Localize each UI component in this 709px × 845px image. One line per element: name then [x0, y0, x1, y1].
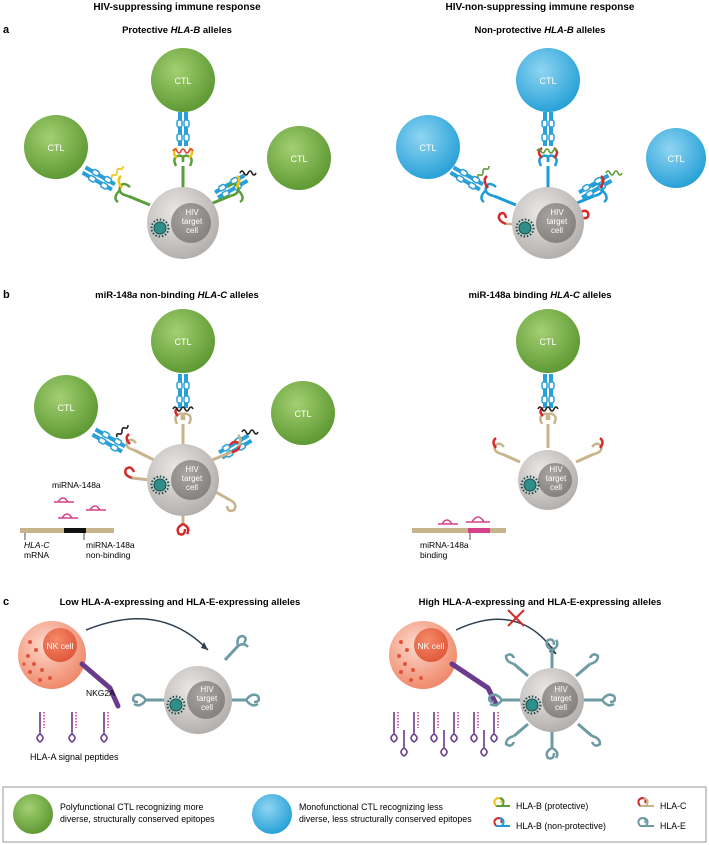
- svg-text:cell: cell: [186, 226, 198, 235]
- ctl-cell: [646, 128, 706, 188]
- svg-text:target: target: [182, 217, 203, 226]
- legend-hlab-protective: HLA-B (protective): [516, 801, 588, 811]
- panel-a-left-title: Protective HLA-B alleles: [122, 25, 232, 36]
- legend-mono-line1: Monofunctional CTL recognizing less: [299, 802, 444, 812]
- header-right: HIV-non-suppressing immune response: [446, 2, 635, 13]
- svg-text:CTL: CTL: [667, 154, 684, 164]
- legend-mono-line2: diverse, less structurally conserved epi…: [299, 814, 472, 824]
- hla-a-signal-peptides: [36, 712, 109, 743]
- svg-text:cell: cell: [186, 483, 198, 492]
- panel-b-right-diagram: CTL HIV target cell miRNA-148a bindin: [412, 309, 604, 560]
- svg-text:CTL: CTL: [47, 143, 64, 153]
- legend-hlab-protective-icon: [493, 796, 510, 807]
- ctl-cell: [396, 115, 460, 179]
- ctl-cell: [151, 309, 215, 373]
- panel-b-left-title: miR-148a non-binding HLA-C alleles: [95, 290, 259, 301]
- svg-text:cell: cell: [550, 483, 562, 492]
- panel-c-left-diagram: NK cell NKG2A HIV target cell HLA-A sign…: [18, 618, 261, 762]
- svg-text:cell: cell: [555, 703, 567, 712]
- header-left: HIV-suppressing immune response: [93, 2, 261, 13]
- legend-hlac-icon: [637, 796, 654, 807]
- ctl-cell: [267, 126, 331, 190]
- legend-hlab-nonprotective: HLA-B (non-protective): [516, 821, 606, 831]
- legend-hlae: HLA-E: [660, 821, 686, 831]
- legend-poly-line1: Polyfunctional CTL recognizing more: [60, 802, 204, 812]
- panel-c-left-title: Low HLA-A-expressing and HLA-E-expressin…: [60, 597, 301, 608]
- legend-hlac: HLA-C: [660, 801, 687, 811]
- ctl-cell: [271, 381, 335, 445]
- svg-text:HLA-A signal peptides: HLA-A signal peptides: [30, 752, 119, 762]
- svg-text:cell: cell: [551, 226, 563, 235]
- mirna-molecules: [438, 516, 490, 525]
- legend-poly-line2: diverse, structurally conserved epitopes: [60, 814, 215, 824]
- ctl-cell: [516, 48, 580, 112]
- svg-text:CTL: CTL: [174, 76, 191, 86]
- mirna-molecules: [54, 497, 106, 519]
- panel-a-right-diagram: CTL CTL CTL H: [396, 48, 706, 259]
- legend-hlab-nonprotective-icon: [493, 816, 510, 827]
- svg-text:HLA-C: HLA-C: [24, 540, 50, 550]
- blocked-cross: [507, 609, 525, 627]
- svg-text:NKG2A: NKG2A: [86, 688, 115, 698]
- svg-text:CTL: CTL: [57, 403, 74, 413]
- ctl-cell: [24, 115, 88, 179]
- legend-polyfunctional-ctl-swatch: [13, 794, 53, 834]
- svg-text:HIV: HIV: [185, 465, 199, 474]
- svg-text:CTL: CTL: [290, 154, 307, 164]
- svg-text:non-binding: non-binding: [86, 550, 131, 560]
- svg-text:mRNA: mRNA: [24, 550, 49, 560]
- svg-text:target: target: [197, 694, 218, 703]
- svg-text:cell: cell: [201, 703, 213, 712]
- svg-text:HIV: HIV: [550, 208, 564, 217]
- panel-a-left-diagram: CTL CTL CTL HIV target cel: [24, 48, 331, 259]
- svg-text:HIV: HIV: [200, 685, 214, 694]
- svg-text:miRNA-148a: miRNA-148a: [420, 540, 469, 550]
- nkg2a-receptor: [79, 661, 121, 709]
- ctl-cell: [151, 48, 215, 112]
- panel-c-right-title: High HLA-A-expressing and HLA-E-expressi…: [419, 597, 662, 608]
- svg-text:target: target: [182, 474, 203, 483]
- svg-text:target: target: [551, 694, 572, 703]
- svg-text:CTL: CTL: [539, 76, 556, 86]
- svg-text:CTL: CTL: [174, 337, 191, 347]
- mirna-label: miRNA-148a: [52, 480, 101, 490]
- legend-hlae-icon: [637, 816, 654, 827]
- panel-b-left-diagram: CTL CTL CTL: [20, 309, 335, 560]
- svg-text:HIV: HIV: [549, 465, 563, 474]
- svg-text:HIV: HIV: [185, 208, 199, 217]
- svg-text:miRNA-148a: miRNA-148a: [86, 540, 135, 550]
- svg-text:CTL: CTL: [294, 409, 311, 419]
- svg-text:target: target: [546, 474, 567, 483]
- panel-a-right-title: Non-protective HLA-B alleles: [475, 25, 606, 36]
- svg-text:target: target: [547, 217, 568, 226]
- panel-b-letter: b: [3, 289, 10, 301]
- panel-c-letter: c: [3, 596, 9, 608]
- svg-text:NK cell: NK cell: [418, 641, 445, 651]
- svg-text:NK cell: NK cell: [47, 641, 74, 651]
- svg-text:CTL: CTL: [539, 337, 556, 347]
- panel-c-right-diagram: NK cell HIV t: [389, 609, 617, 760]
- svg-text:HIV: HIV: [554, 685, 568, 694]
- legend: Polyfunctional CTL recognizing more dive…: [2, 786, 707, 843]
- svg-text:binding: binding: [420, 550, 448, 560]
- legend-monofunctional-ctl-swatch: [252, 794, 292, 834]
- panel-b-right-title: miR-148a binding HLA-C alleles: [468, 290, 611, 301]
- ctl-cell: [516, 309, 580, 373]
- panel-a-letter: a: [3, 24, 10, 36]
- ctl-cell: [34, 375, 98, 439]
- hla-a-signal-peptides: [390, 712, 499, 757]
- svg-text:CTL: CTL: [419, 143, 436, 153]
